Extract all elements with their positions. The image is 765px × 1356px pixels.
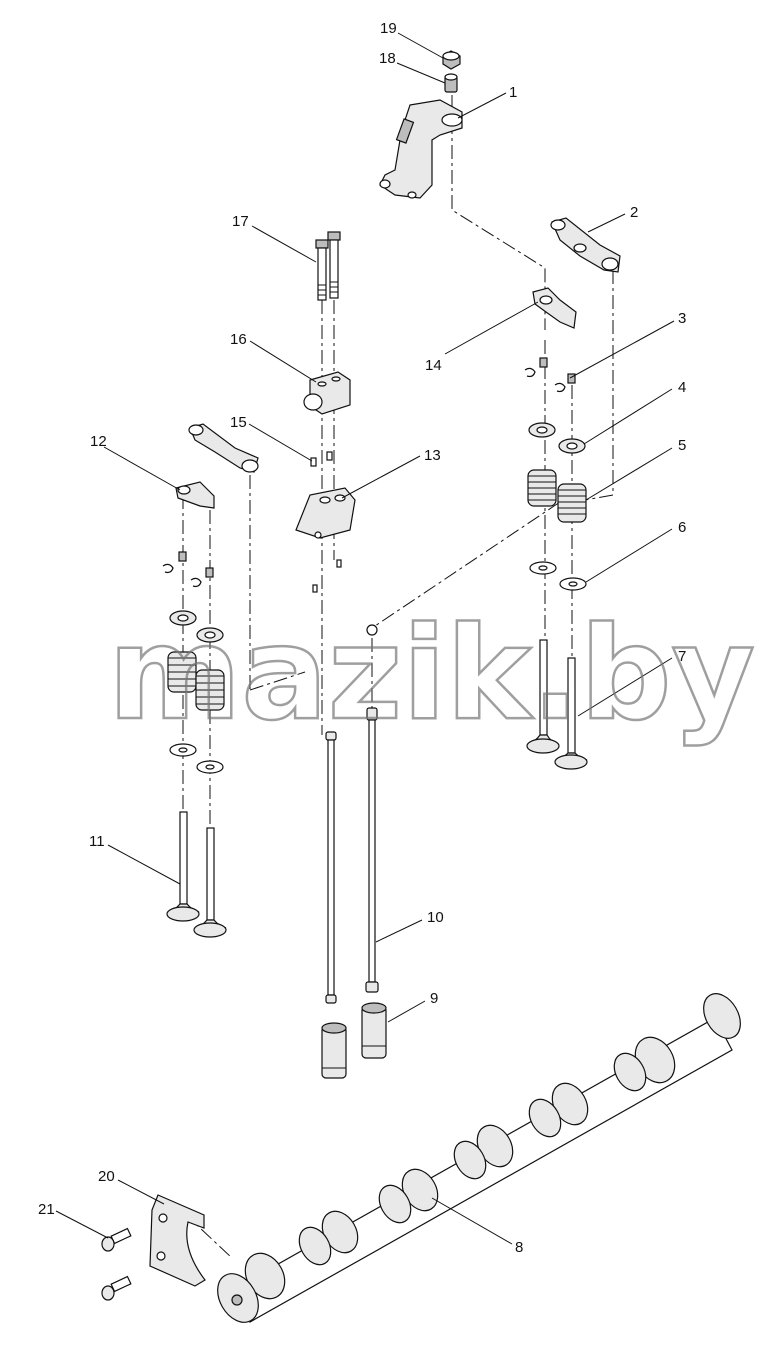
part-2-rocker-arm <box>550 217 621 273</box>
part-5-valve-spring <box>527 469 587 523</box>
part-20-thrust-plate <box>149 1194 206 1287</box>
callout-20: 20 <box>98 1168 115 1185</box>
part-15-dowel-pins <box>310 451 342 593</box>
spring-retainer-left <box>169 610 224 643</box>
callout-19: 19 <box>380 20 397 37</box>
callout-17: 17 <box>232 213 249 230</box>
leader-lines <box>55 32 675 1245</box>
callout-5: 5 <box>678 437 686 454</box>
part-14-valve-bridge <box>532 287 577 329</box>
valve-spring-left <box>167 651 225 711</box>
part-1-rocker-bracket <box>379 99 463 199</box>
callout-13: 13 <box>424 447 441 464</box>
callout-18: 18 <box>379 50 396 67</box>
callout-7: 7 <box>678 648 686 665</box>
part-7-valves <box>526 639 588 770</box>
callout-14: 14 <box>425 357 442 374</box>
valve-collets-left <box>162 551 214 588</box>
callout-6: 6 <box>678 519 686 536</box>
part-9-tappets <box>321 1002 387 1079</box>
rocker-arm-left <box>188 423 259 473</box>
watermark: mazik.by <box>108 600 755 749</box>
callout-16: 16 <box>230 331 247 348</box>
part-13-rocker-bracket <box>295 487 356 539</box>
part-11-valves <box>166 811 227 938</box>
part-21-bolts <box>101 1227 132 1301</box>
callout-12: 12 <box>90 433 107 450</box>
part-17-bolts <box>315 231 341 301</box>
callout-2: 2 <box>630 204 638 221</box>
callout-1: 1 <box>509 84 517 101</box>
callout-10: 10 <box>427 909 444 926</box>
part-18-sleeve <box>444 73 458 93</box>
callout-15: 15 <box>230 414 247 431</box>
part-16-rocker-shaft-support <box>303 371 351 415</box>
callout-8: 8 <box>515 1239 523 1256</box>
part-3-valve-collets <box>524 357 576 393</box>
callout-3: 3 <box>678 310 686 327</box>
callout-labels: 19 18 1 17 2 3 16 14 4 15 12 13 5 6 7 11… <box>38 20 686 1256</box>
spring-seat-washer-left <box>169 743 224 774</box>
callout-4: 4 <box>678 379 686 396</box>
part-10-push-rods <box>325 624 379 1004</box>
part-19-nut <box>442 50 461 70</box>
part-8-camshaft <box>217 993 741 1323</box>
callout-21: 21 <box>38 1201 55 1218</box>
callout-9: 9 <box>430 990 438 1007</box>
part-6-spring-seat-washer <box>529 561 587 591</box>
callout-11: 11 <box>89 833 105 850</box>
part-4-spring-retainer <box>528 422 586 454</box>
part-12-valve-bridge <box>175 481 215 509</box>
